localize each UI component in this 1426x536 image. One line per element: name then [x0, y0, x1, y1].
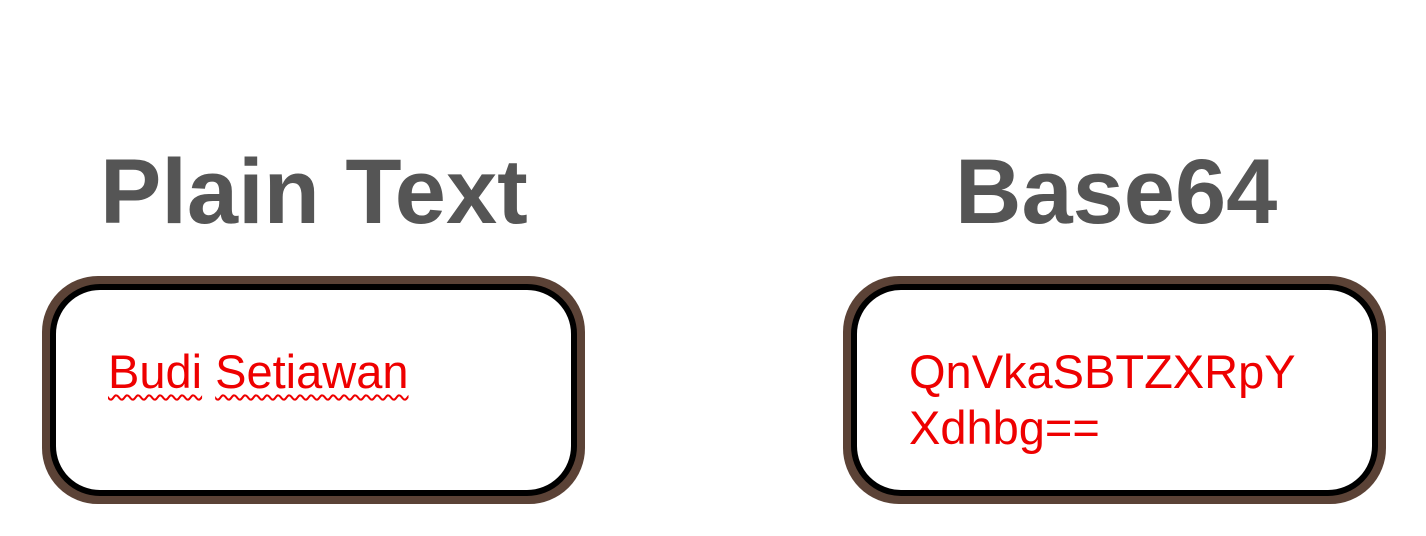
plain-text-heading: Plain Text — [100, 141, 528, 243]
plain-text-box-inner: Budi Setiawan — [50, 284, 577, 496]
base64-line-2: Xdhbg== — [909, 401, 1100, 454]
plain-text-value: Budi Setiawan — [108, 344, 528, 400]
base64-heading: Base64 — [955, 141, 1278, 243]
plain-text-word-1: Budi — [108, 345, 203, 398]
plain-text-box[interactable]: Budi Setiawan — [42, 276, 585, 504]
plain-text-word-2: Setiawan — [215, 345, 409, 398]
base64-line-1: QnVkaSBTZXRpY — [909, 345, 1296, 398]
